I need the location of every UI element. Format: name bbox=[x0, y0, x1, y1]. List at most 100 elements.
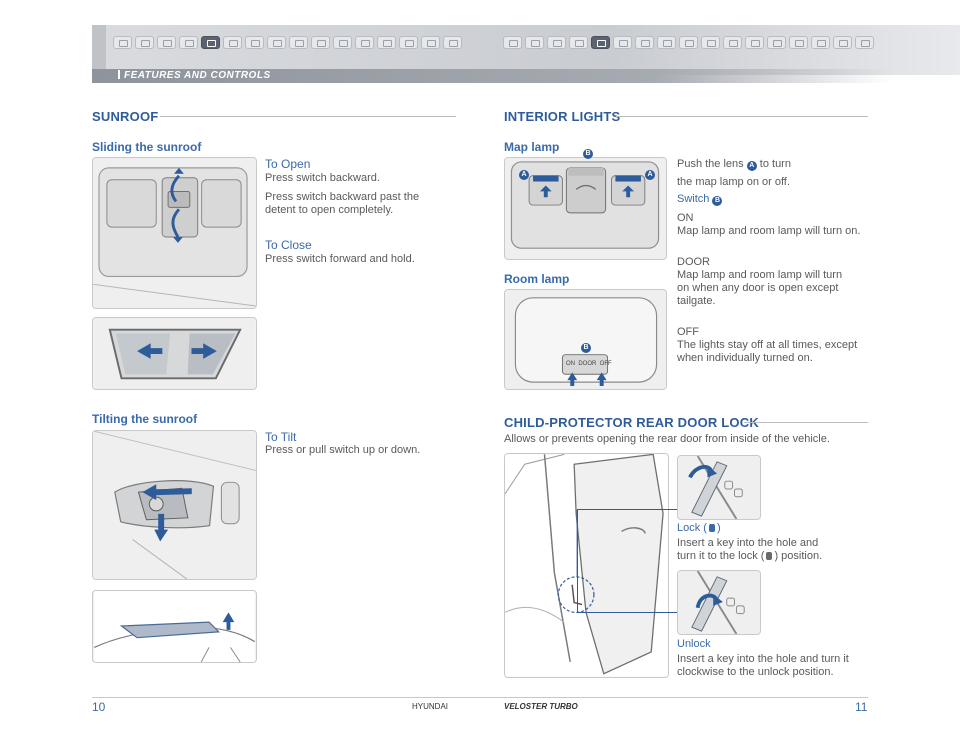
lock-icon bbox=[708, 524, 715, 532]
room-lamp-title: Room lamp bbox=[504, 272, 570, 286]
child-lock-title: CHILD-PROTECTOR REAR DOOR LOCK bbox=[504, 415, 759, 430]
map-lamp-title: Map lamp bbox=[504, 140, 560, 154]
switch-label: Switch B bbox=[677, 193, 723, 206]
header-bar bbox=[92, 25, 960, 75]
on-label: ON bbox=[677, 212, 694, 224]
lock-text-c: ) position. bbox=[774, 550, 823, 562]
switch-label-text: Switch bbox=[677, 193, 710, 205]
seat-icon[interactable] bbox=[157, 36, 176, 49]
clock-icon[interactable] bbox=[701, 36, 720, 49]
sunroof-tilt-roof-illustration bbox=[94, 591, 256, 662]
callout-line-unlock bbox=[577, 612, 677, 613]
room-lamp-illustration bbox=[505, 290, 666, 389]
key-icon[interactable] bbox=[179, 36, 198, 49]
lock-detail-image bbox=[677, 455, 761, 520]
mirror-icon[interactable] bbox=[811, 36, 830, 49]
callout-line-vertical bbox=[577, 509, 578, 613]
rear-door-image bbox=[504, 453, 669, 678]
fuel-icon[interactable] bbox=[333, 36, 352, 49]
switch-badge-b: B bbox=[712, 196, 723, 206]
phone-icon[interactable] bbox=[135, 36, 154, 49]
sunroof-title-rule bbox=[160, 116, 456, 117]
child-lock-title-rule bbox=[744, 422, 868, 423]
to-open-line2: Press switch backward past the detent to… bbox=[265, 191, 420, 216]
wiper-icon[interactable] bbox=[635, 36, 654, 49]
lock-heading-end: ) bbox=[716, 522, 721, 534]
lights-icon[interactable] bbox=[223, 36, 242, 49]
interior-lights-title: INTERIOR LIGHTS bbox=[504, 109, 621, 124]
key-icon[interactable] bbox=[569, 36, 588, 49]
header-strip bbox=[92, 69, 892, 83]
bluetooth-icon[interactable] bbox=[289, 36, 308, 49]
unlock-detail-illustration bbox=[678, 571, 760, 634]
sunroof-console-image bbox=[92, 157, 257, 309]
left-icon-nav bbox=[113, 36, 462, 49]
bluetooth-icon[interactable] bbox=[679, 36, 698, 49]
header-tab bbox=[92, 25, 106, 83]
seatbelt-icon[interactable] bbox=[789, 36, 808, 49]
lock-detail-illustration bbox=[678, 456, 760, 519]
push-lens-text-b: to turn bbox=[759, 158, 791, 170]
sunroof-slide-image bbox=[92, 317, 257, 390]
to-open-line1: Press switch backward. bbox=[265, 172, 380, 184]
map-lamp-badge-a-left: A bbox=[519, 170, 529, 180]
sunroof-tilt-roof-image bbox=[92, 590, 257, 663]
lock-heading: Lock () bbox=[677, 522, 721, 534]
seat-icon[interactable] bbox=[547, 36, 566, 49]
unlock-heading: Unlock bbox=[677, 638, 711, 650]
footer-rule bbox=[92, 697, 868, 698]
map-lamp-badge-a-right: A bbox=[645, 170, 655, 180]
to-close-line: Press switch forward and hold. bbox=[265, 253, 415, 265]
door-text: Map lamp and room lamp will turn on when… bbox=[677, 269, 843, 307]
door-icon[interactable] bbox=[201, 36, 220, 49]
audio-icon[interactable] bbox=[113, 36, 132, 49]
lock-icon-inline bbox=[766, 552, 773, 560]
mirror-icon[interactable] bbox=[421, 36, 440, 49]
off-label: OFF bbox=[677, 326, 699, 338]
off-text: The lights stay off at all times, except… bbox=[677, 339, 858, 364]
sliding-sunroof-title: Sliding the sunroof bbox=[92, 140, 202, 154]
footer-brand: HYUNDAI bbox=[412, 702, 449, 711]
audio-icon[interactable] bbox=[503, 36, 522, 49]
rear-door-illustration bbox=[505, 454, 668, 677]
right-icon-nav bbox=[503, 36, 874, 49]
footer-model: VELOSTER TURBO bbox=[504, 702, 578, 711]
door-label: DOOR bbox=[677, 256, 710, 268]
to-close-heading: To Close bbox=[265, 238, 312, 252]
airbag-icon[interactable] bbox=[855, 36, 874, 49]
callout-line-lock bbox=[577, 509, 677, 510]
gauge-icon[interactable] bbox=[745, 36, 764, 49]
climate-icon[interactable] bbox=[377, 36, 396, 49]
gauge-icon[interactable] bbox=[355, 36, 374, 49]
hazard-icon[interactable] bbox=[443, 36, 462, 49]
climate-icon[interactable] bbox=[767, 36, 786, 49]
push-lens-badge-a: A bbox=[746, 161, 757, 171]
room-lamp-switch-label: ON DOOR OFF bbox=[566, 361, 612, 367]
sunroof-console-illustration bbox=[93, 158, 256, 308]
lights-icon[interactable] bbox=[613, 36, 632, 49]
sunroof-slide-illustration bbox=[94, 318, 255, 389]
interior-lights-title-rule bbox=[616, 116, 868, 117]
phone-icon[interactable] bbox=[525, 36, 544, 49]
page-number-left: 10 bbox=[92, 700, 106, 714]
unlock-text: Insert a key into the hole and turn it c… bbox=[677, 653, 849, 678]
sunroof-tilt-switch-illustration bbox=[93, 431, 256, 579]
room-lamp-badge-b: B bbox=[581, 343, 591, 353]
lock-heading-text: Lock ( bbox=[677, 522, 707, 534]
page-number-right: 11 bbox=[855, 700, 868, 714]
seatbelt-icon[interactable] bbox=[399, 36, 418, 49]
child-lock-description: Allows or prevents opening the rear door… bbox=[504, 433, 830, 445]
sunroof-title: SUNROOF bbox=[92, 109, 159, 124]
unlock-detail-image bbox=[677, 570, 761, 635]
clock-icon[interactable] bbox=[311, 36, 330, 49]
tire-icon[interactable] bbox=[833, 36, 852, 49]
door-icon[interactable] bbox=[591, 36, 610, 49]
push-lens-text-a: Push the lens bbox=[677, 158, 744, 170]
section-header-title: FEATURES AND CONTROLS bbox=[118, 70, 271, 81]
tools-icon[interactable] bbox=[267, 36, 286, 49]
map-lamp-image bbox=[504, 157, 667, 260]
tools-icon[interactable] bbox=[657, 36, 676, 49]
wiper-icon[interactable] bbox=[245, 36, 264, 49]
room-lamp-image bbox=[504, 289, 667, 390]
fuel-icon[interactable] bbox=[723, 36, 742, 49]
